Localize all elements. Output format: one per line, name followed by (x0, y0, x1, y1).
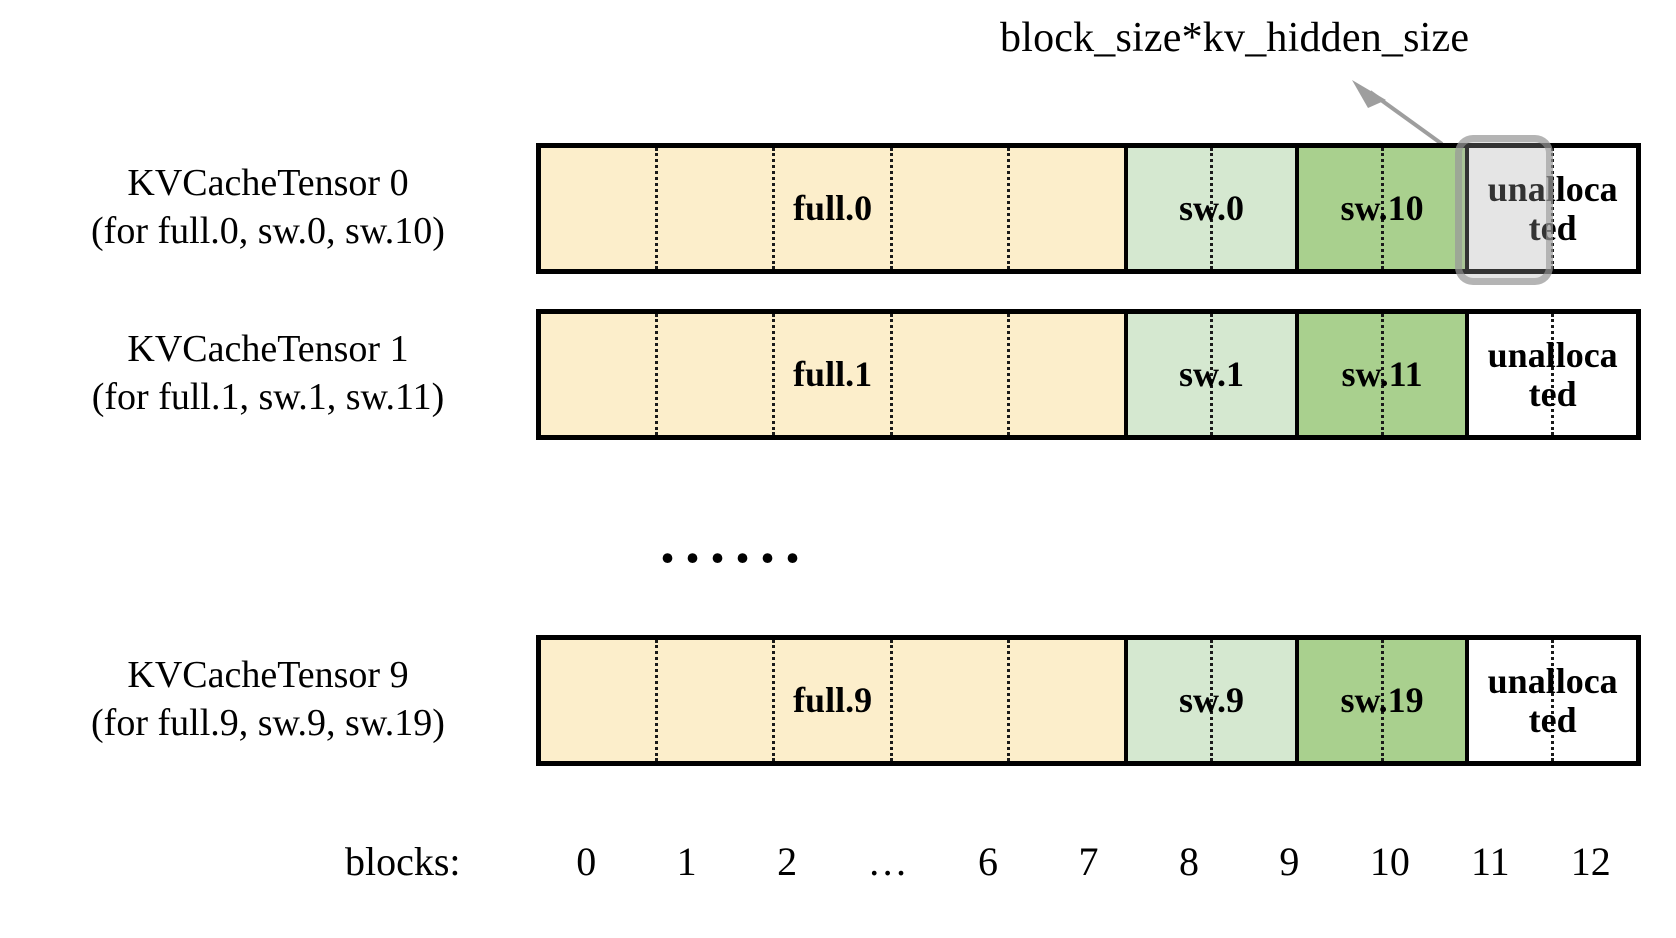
tensor-row-label-line1: KVCacheTensor 0 (127, 162, 409, 204)
block-size-annotation-label: block_size*kv_hidden_size (1000, 15, 1470, 61)
blocks-axis: blocks: 0 1 2 … 6 7 8 9 10 11 12 (0, 838, 1676, 898)
segment-sw-light[interactable]: sw.0 (1124, 148, 1295, 269)
segment-unallocated[interactable]: unalloca ted (1465, 314, 1636, 435)
tensor-row-label-line2: (for full.1, sw.1, sw.11) (91, 376, 445, 419)
axis-tick: 6 (978, 839, 999, 884)
axis-tick: 10 (1369, 839, 1410, 884)
axis-tick: 9 (1279, 839, 1300, 884)
segment-label: sw.19 (1340, 680, 1424, 721)
rows-ellipsis: ...... (660, 509, 810, 575)
segment-label: unalloca ted (1487, 169, 1618, 248)
segment-label: sw.0 (1178, 188, 1244, 229)
segment-sw-light[interactable]: sw.1 (1124, 314, 1295, 435)
tensor-row-label-line2: (for full.0, sw.0, sw.10) (91, 210, 445, 253)
segment-label: unalloca ted (1487, 661, 1618, 740)
segment-label: sw.1 (1178, 354, 1244, 395)
segment-full[interactable]: full.9 (541, 640, 1125, 761)
tensor-row-label: KVCacheTensor 9 (for full.9, sw.9, sw.19… (20, 651, 516, 748)
blocks-axis-caption: blocks: (345, 839, 461, 884)
segment-unallocated[interactable]: unalloca ted (1465, 640, 1636, 761)
axis-tick: 12 (1570, 839, 1611, 884)
segment-sw-light[interactable]: sw.9 (1124, 640, 1295, 761)
axis-tick: … (867, 839, 908, 884)
tensor-row-label: KVCacheTensor 0 (for full.0, sw.0, sw.10… (20, 159, 516, 256)
segment-label: full.0 (793, 188, 873, 229)
axis-tick: 0 (576, 839, 597, 884)
tensor-row-label-line2: (for full.9, sw.9, sw.19) (91, 702, 445, 745)
tensor-row-label-line1: KVCacheTensor 9 (127, 654, 409, 696)
segment-full[interactable]: full.1 (541, 314, 1125, 435)
segment-label: sw.9 (1178, 680, 1244, 721)
tensor-row-label: KVCacheTensor 1 (for full.1, sw.1, sw.11… (20, 325, 516, 422)
segment-label: sw.10 (1340, 188, 1424, 229)
axis-tick: 8 (1178, 839, 1199, 884)
kv-cache-tensor-bar: full.9 sw.9 sw.19 unalloca ted (536, 635, 1641, 766)
segment-label: full.9 (793, 680, 873, 721)
kv-cache-tensor-bar: full.0 sw.0 sw.10 unalloca ted (536, 143, 1641, 274)
segment-label: sw.11 (1341, 354, 1423, 395)
axis-tick: 1 (676, 839, 697, 884)
blocks-axis-ticks: 0 1 2 … 6 7 8 9 10 11 12 (536, 838, 1641, 885)
segment-sw-dark[interactable]: sw.11 (1294, 314, 1466, 435)
axis-tick: 11 (1471, 839, 1510, 884)
segment-sw-dark[interactable]: sw.19 (1294, 640, 1466, 761)
annotation-arrow-icon (1352, 80, 1444, 146)
kv-cache-tensor-bar: full.1 sw.1 sw.11 unalloca ted (536, 309, 1641, 440)
segment-unallocated[interactable]: unalloca ted (1465, 148, 1636, 269)
tensor-row-label-line1: KVCacheTensor 1 (127, 328, 409, 370)
axis-tick: 7 (1078, 839, 1099, 884)
segment-full[interactable]: full.0 (541, 148, 1125, 269)
segment-sw-dark[interactable]: sw.10 (1294, 148, 1466, 269)
segment-label: full.1 (793, 354, 873, 395)
segment-label: unalloca ted (1487, 335, 1618, 414)
axis-tick: 2 (777, 839, 798, 884)
